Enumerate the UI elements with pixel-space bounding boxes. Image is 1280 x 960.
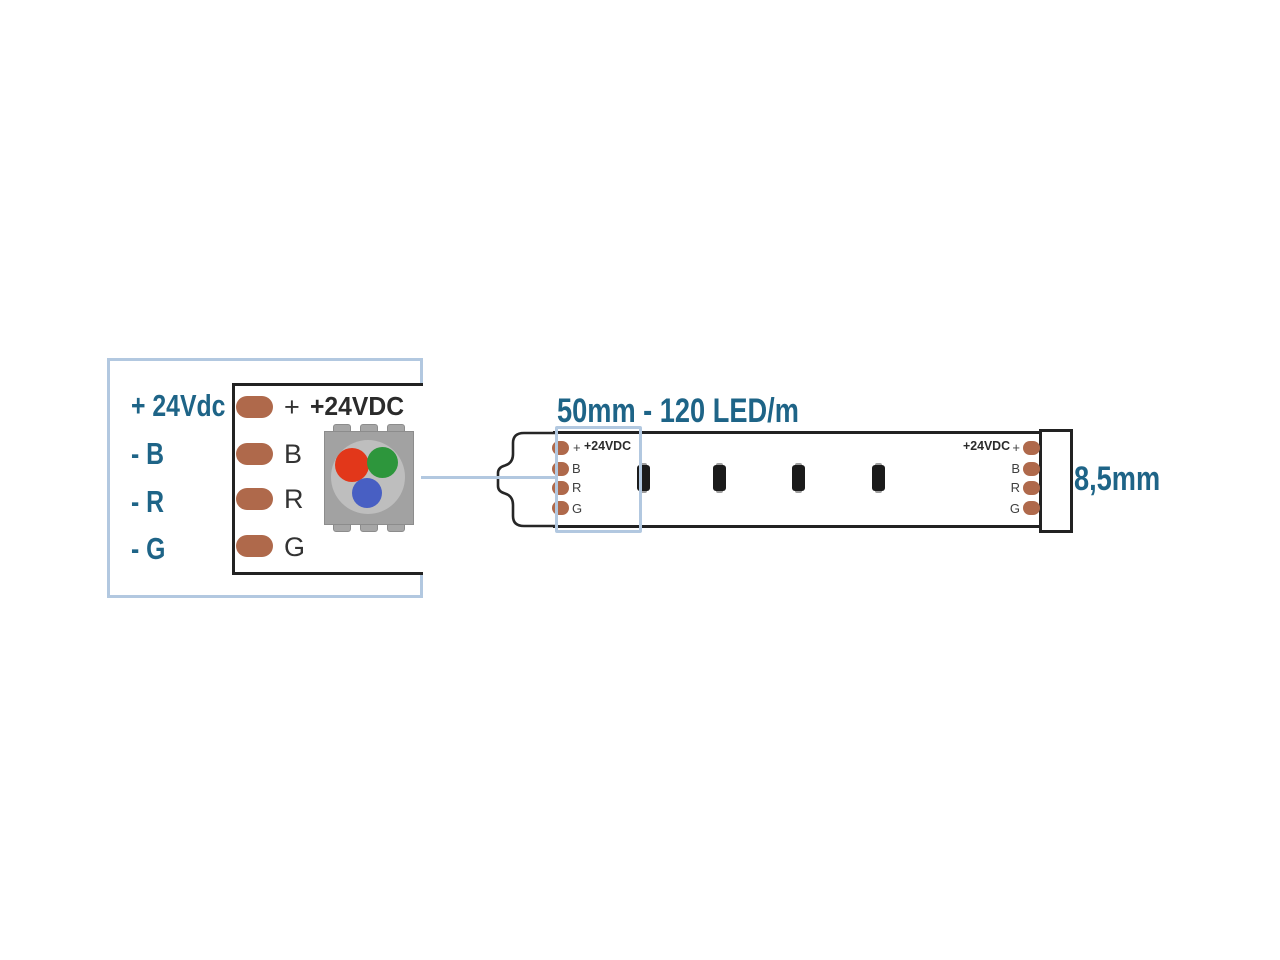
segment-pitch-label: 50mm - 120 LED/m: [557, 392, 799, 430]
strip-width-label: 8,5mm: [1074, 460, 1161, 498]
solder-pad-b: [236, 443, 273, 465]
resistor-icon: [713, 463, 726, 493]
strip-pin-label: +: [1012, 440, 1020, 455]
strip-voltage-label-left: +24VDC: [584, 438, 632, 453]
pad-label-g: G: [284, 532, 306, 562]
resistor-icon: [872, 463, 885, 493]
external-pin-label-r: - R: [131, 484, 165, 519]
strip-pad-right-g: [1023, 501, 1040, 515]
strip-pad-right-r: [1023, 481, 1040, 495]
strip-pin-label: B: [1011, 461, 1020, 476]
pad-label-r: R: [284, 484, 304, 514]
resistor-icon: [792, 463, 805, 493]
strip-pad-right-b: [1023, 462, 1040, 476]
rgb-led-icon: [322, 424, 414, 532]
strip-pin-label: R: [572, 480, 582, 495]
external-pin-label-24vdc: + 24Vdc: [131, 388, 226, 423]
solder-pad-g: [236, 535, 273, 557]
callout-line: [421, 476, 557, 479]
strip-pin-label: B: [572, 461, 581, 476]
pad-label-plus: +: [284, 392, 300, 422]
strip-pin-label: G: [572, 501, 583, 516]
cut-connector-icon: [496, 431, 556, 528]
voltage-label: +24VDC: [310, 391, 405, 421]
segment-highlight-box: [555, 426, 642, 533]
pad-label-b: B: [284, 439, 303, 469]
strip-end-cap: [1039, 429, 1073, 533]
strip-voltage-label-right: +24VDC: [963, 438, 1011, 453]
external-pin-label-g: - G: [131, 531, 166, 566]
strip-pin-label: +: [573, 440, 581, 455]
solder-pad-plus: [236, 396, 273, 418]
external-pin-label-b: - B: [131, 436, 165, 471]
strip-pin-label: R: [1010, 480, 1020, 495]
strip-pad-right-plus: [1023, 441, 1040, 455]
strip-pin-label: G: [1009, 501, 1020, 516]
solder-pad-r: [236, 488, 273, 510]
